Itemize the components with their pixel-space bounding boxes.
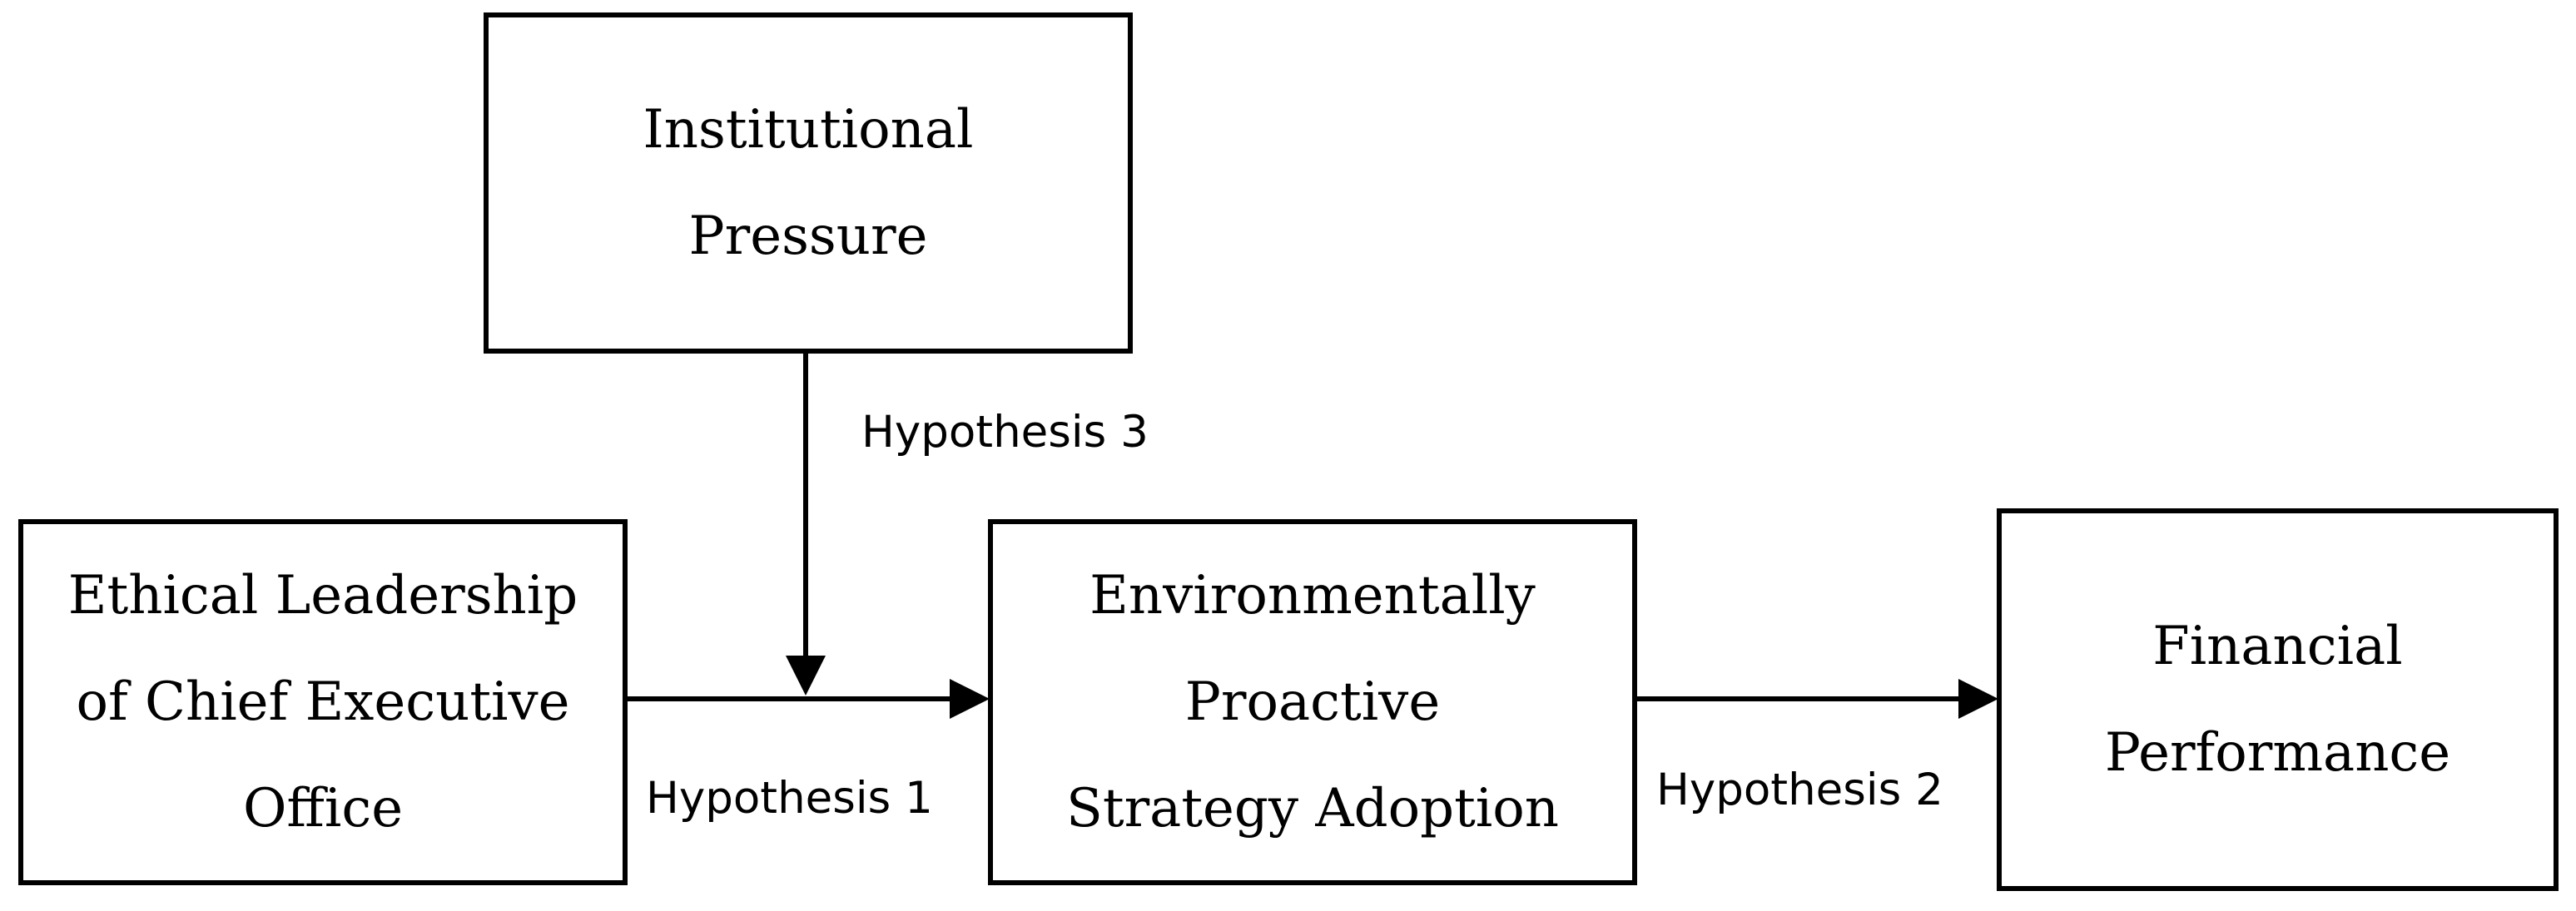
- hypothesis-2-label: Hypothesis 2: [1656, 765, 1943, 815]
- hypothesis-3-label: Hypothesis 3: [861, 407, 1149, 458]
- ethical-leadership-line-1: Ethical Leadership: [67, 565, 578, 626]
- environmental-strategy-line-1: Environmentally: [1089, 565, 1536, 626]
- environmental-strategy-line-3: Strategy Adoption: [1066, 778, 1559, 839]
- institutional-pressure-line-1: Institutional: [643, 99, 974, 161]
- environmental-strategy-box: Environmentally Proactive Strategy Adopt…: [988, 519, 1637, 885]
- institutional-pressure-line-2: Pressure: [688, 205, 928, 267]
- hypothesis-1-label: Hypothesis 1: [646, 773, 933, 824]
- ethical-leadership-line-2: of Chief Executive: [76, 671, 570, 733]
- ethical-leadership-line-3: Office: [242, 778, 404, 839]
- financial-performance-line-2: Performance: [2104, 722, 2451, 784]
- institutional-pressure-box: Institutional Pressure: [484, 12, 1133, 354]
- financial-performance-box: Financial Performance: [1997, 508, 2559, 891]
- environmental-strategy-line-2: Proactive: [1184, 671, 1441, 733]
- ethical-leadership-box: Ethical Leadership of Chief Executive Of…: [18, 519, 628, 885]
- financial-performance-line-1: Financial: [2152, 616, 2403, 677]
